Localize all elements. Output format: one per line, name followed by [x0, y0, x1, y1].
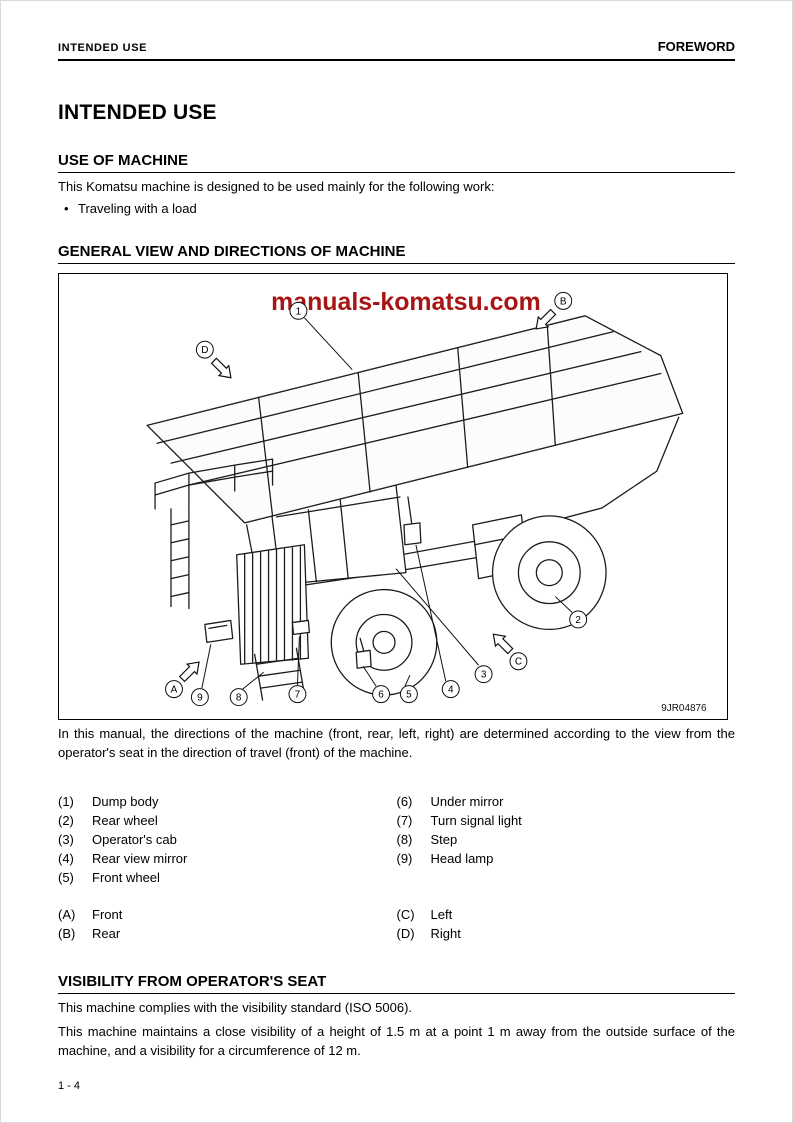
section-visibility: VISIBILITY FROM OPERATOR'S SEAT This mac… — [58, 973, 735, 1061]
header-section-label: INTENDED USE — [58, 42, 148, 54]
visibility-heading: VISIBILITY FROM OPERATOR'S SEAT — [58, 973, 735, 995]
general-view-heading: GENERAL VIEW AND DIRECTIONS OF MACHINE — [58, 243, 735, 264]
list-item: (A)Front — [58, 907, 123, 923]
callout-2: 2 — [569, 610, 588, 629]
list-item: (8)Step — [396, 832, 458, 848]
visibility-para-1: This machine complies with the visibilit… — [58, 1000, 413, 1016]
list-item: (3)Operator's cab — [58, 832, 177, 848]
page-number: 1 - 4 — [58, 1080, 81, 1092]
section-general-view: GENERAL VIEW AND DIRECTIONS OF MACHINE m… — [58, 243, 735, 944]
svg-text:A: A — [171, 684, 178, 695]
visibility-para-2: This machine maintains a close visibilit… — [58, 1024, 735, 1059]
svg-text:1: 1 — [296, 306, 302, 317]
machine-figure: manuals-komatsu.com — [58, 272, 728, 720]
list-item: (4)Rear view mirror — [58, 851, 188, 867]
list-item: (D)Right — [396, 926, 461, 942]
list-item: (6)Under mirror — [396, 794, 504, 810]
svg-text:4: 4 — [448, 684, 454, 695]
list-item: (B)Rear — [58, 926, 121, 942]
svg-text:9: 9 — [197, 692, 203, 703]
callout-6: 6 — [372, 684, 391, 703]
svg-text:B: B — [560, 296, 567, 307]
callout-C: C — [509, 651, 528, 670]
callout-A: A — [165, 679, 183, 698]
svg-text:8: 8 — [236, 692, 242, 703]
callout-9: 9 — [190, 687, 209, 706]
dump-truck-drawing: manuals-komatsu.com — [146, 288, 707, 714]
figure-code: 9JR04876 — [661, 703, 707, 714]
callout-leader-lines — [201, 317, 573, 690]
svg-text:5: 5 — [406, 689, 412, 700]
use-of-machine-intro: This Komatsu machine is designed to be u… — [58, 179, 495, 194]
callout-4: 4 — [441, 679, 460, 698]
watermark-text: manuals-komatsu.com — [271, 288, 541, 316]
parts-list: (1)Dump body (2)Rear wheel (3)Operator's… — [58, 792, 735, 887]
rear-direction-arrow — [535, 308, 557, 330]
front-direction-arrow — [178, 661, 200, 682]
callout-7: 7 — [288, 684, 307, 703]
svg-text:C: C — [515, 656, 522, 667]
section-use-of-machine: USE OF MACHINE This Komatsu machine is d… — [58, 152, 735, 219]
callout-3: 3 — [474, 664, 493, 683]
figure-caption: In this manual, the directions of the ma… — [58, 725, 735, 760]
list-item: (5)Front wheel — [58, 870, 160, 886]
parts-list-left: (1)Dump body (2)Rear wheel (3)Operator's… — [58, 792, 397, 887]
bullet-icon: • — [64, 200, 69, 216]
right-direction-arrow — [210, 357, 232, 379]
directions-list-right: (C)Left (D)Right — [397, 905, 736, 943]
list-item: (1)Dump body — [58, 794, 159, 810]
callout-labels: 1 2 3 4 5 6 7 8 9 A B C D — [165, 291, 588, 706]
svg-text:2: 2 — [575, 615, 581, 626]
list-item: (9)Head lamp — [396, 851, 494, 867]
callout-8: 8 — [229, 687, 248, 706]
use-of-machine-heading: USE OF MACHINE — [58, 152, 735, 173]
callout-D: D — [195, 340, 214, 359]
directions-list: (A)Front (B)Rear (C)Left (D)Right — [58, 905, 735, 943]
svg-text:6: 6 — [378, 689, 384, 700]
svg-text:7: 7 — [295, 689, 301, 700]
list-item: (C)Left — [396, 907, 453, 923]
truck-line-art — [146, 314, 684, 701]
svg-text:3: 3 — [481, 669, 487, 680]
left-direction-arrow — [492, 633, 514, 655]
use-of-machine-bullet: • Traveling with a load — [58, 200, 735, 219]
page-header: INTENDED USE FOREWORD — [58, 39, 735, 61]
header-chapter-label: FOREWORD — [657, 39, 735, 54]
page-title: INTENDED USE — [58, 101, 217, 124]
list-item: (7)Turn signal light — [396, 813, 522, 829]
callout-B: B — [554, 291, 573, 310]
bullet-text: Traveling with a load — [78, 200, 197, 216]
svg-text:D: D — [201, 345, 208, 356]
direction-arrows — [178, 308, 557, 682]
list-item: (2)Rear wheel — [58, 813, 158, 829]
directions-list-left: (A)Front (B)Rear — [58, 905, 397, 943]
callout-5: 5 — [399, 684, 418, 703]
parts-list-right: (6)Under mirror (7)Turn signal light (8)… — [397, 792, 736, 887]
callout-1: 1 — [289, 301, 308, 320]
